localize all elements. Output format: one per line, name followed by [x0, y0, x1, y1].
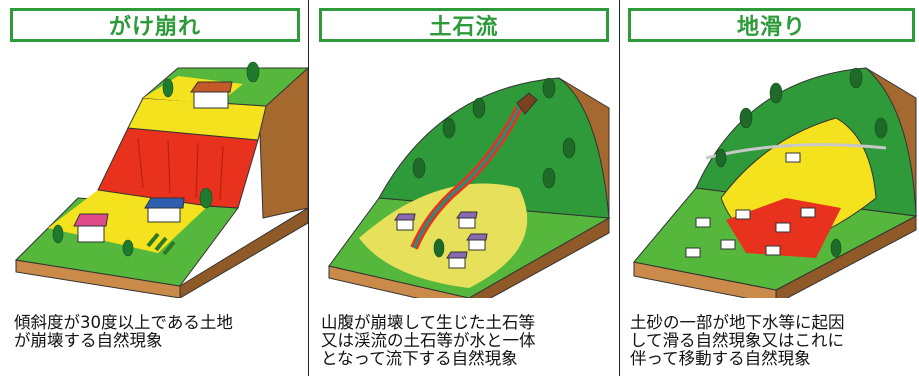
panel-description: 山腹が崩壊して生じた土石等 又は渓流の土石等が水と一体 となって流下する自然現象: [321, 314, 536, 368]
panel-debris-flow: 土石流 山腹が崩壊して生じた土石: [309, 0, 619, 376]
description-line: 土砂の一部が地下水等に起因: [630, 313, 845, 332]
panel-title-box: がけ崩れ: [10, 8, 300, 42]
panel-title: 土石流: [429, 15, 499, 40]
debris-flow-illustration: [328, 77, 611, 298]
house-icon: [144, 197, 185, 223]
panel-title: 地滑り: [736, 15, 806, 40]
cliff-collapse-illustration: [14, 61, 308, 298]
description-line: して滑る自然現象又はこれに: [630, 331, 845, 350]
landslide-illustration: [633, 67, 918, 298]
panel-title-box: 地滑り: [628, 8, 915, 42]
panel-divider-1: [308, 0, 309, 376]
panel-title-box: 土石流: [319, 8, 609, 42]
description-line: 伴って移動する自然現象: [630, 349, 811, 368]
panel-description: 土砂の一部が地下水等に起因 して滑る自然現象又はこれに 伴って移動する自然現象: [630, 314, 845, 368]
house-icon: [73, 213, 109, 243]
description-line: 又は渓流の土石等が水と一体: [321, 331, 536, 350]
panel-title: がけ崩れ: [108, 15, 201, 40]
panel-cliff-collapse: がけ崩れ: [0, 0, 308, 376]
panel-landslide: 地滑り 土砂の一部が地下水等に起因 して滑る自然現象又はこれに: [620, 0, 919, 376]
description-line: が崩壊する自然現象: [14, 331, 163, 350]
description-line: 傾斜度が30度以上である土地: [14, 313, 233, 332]
description-line: となって流下する自然現象: [321, 349, 518, 368]
panel-divider-2: [619, 0, 620, 376]
panel-description: 傾斜度が30度以上である土地 が崩壊する自然現象: [14, 314, 233, 350]
house-icon: [190, 81, 233, 109]
description-line: 山腹が崩壊して生じた土石等: [321, 313, 536, 332]
